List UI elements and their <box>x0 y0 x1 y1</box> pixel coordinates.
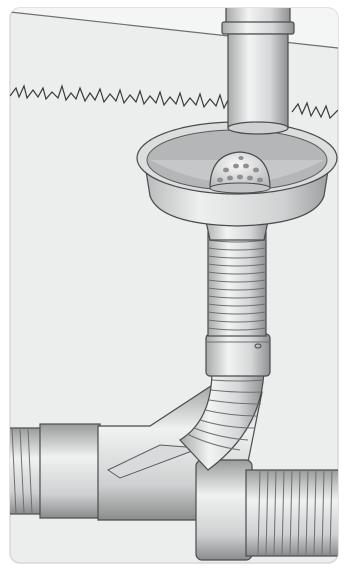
main-pipe-right <box>196 460 348 560</box>
downspout-pipe <box>222 0 294 134</box>
main-pipe-left <box>0 424 110 518</box>
coupler-sleeve <box>206 334 270 376</box>
corrugated-riser <box>208 232 266 336</box>
